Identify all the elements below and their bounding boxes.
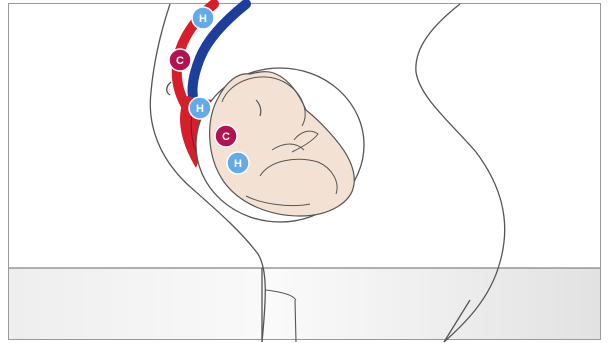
h-badge-top: H <box>192 7 214 29</box>
svg-text:C: C <box>176 55 184 67</box>
floor-surface <box>9 268 600 339</box>
svg-text:H: H <box>196 103 204 115</box>
c-badge-fetus: C <box>215 125 237 147</box>
svg-text:C: C <box>222 131 230 143</box>
h-badge-fetus: H <box>227 152 249 174</box>
svg-text:H: H <box>234 158 242 170</box>
c-badge-top: C <box>169 49 191 71</box>
h-badge-placenta: H <box>189 97 211 119</box>
svg-text:H: H <box>199 13 207 25</box>
